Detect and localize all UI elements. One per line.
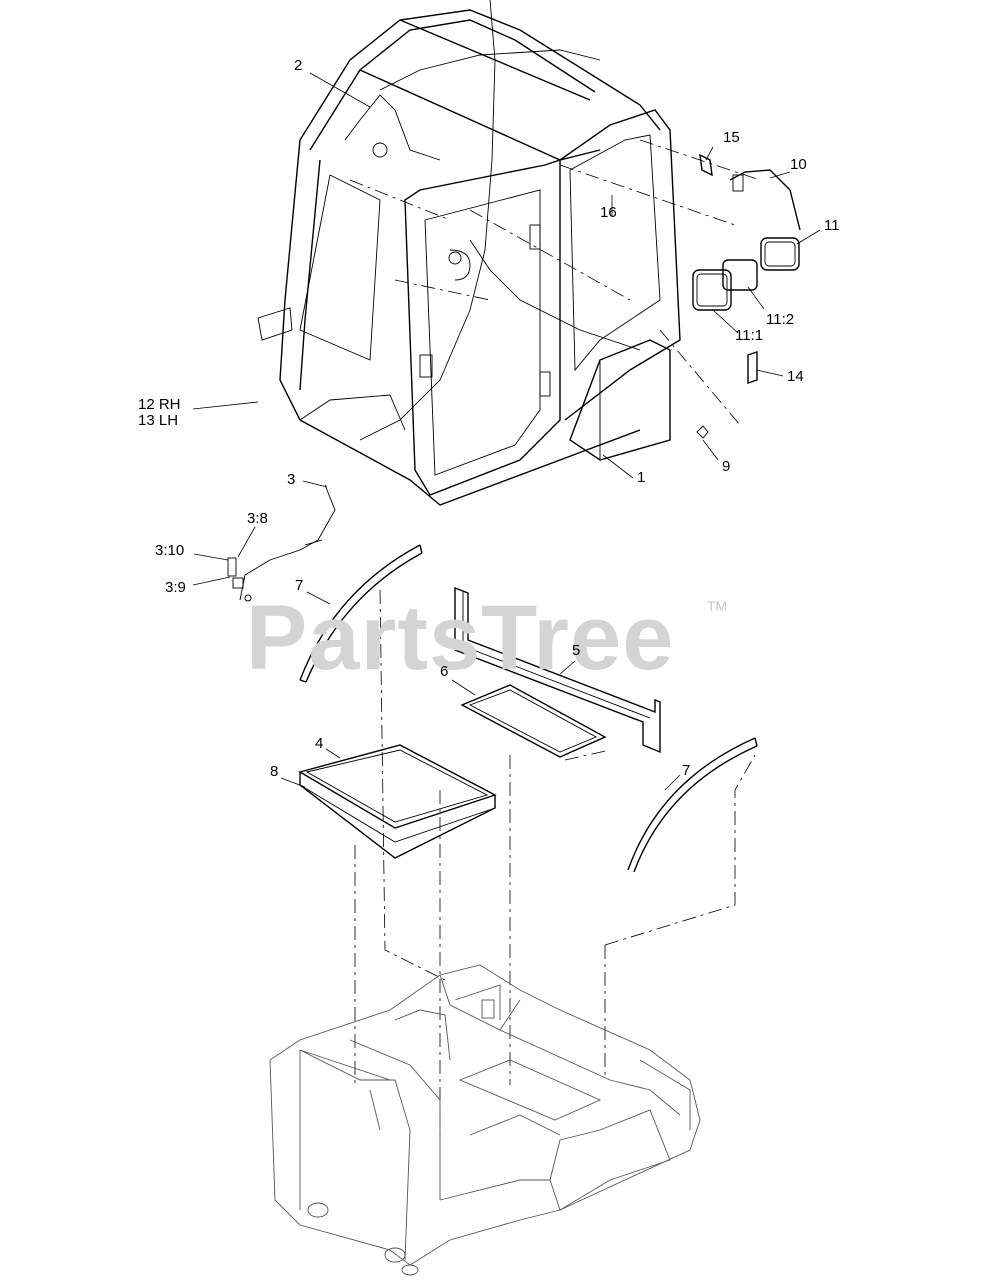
callout-3-9: 3:9 bbox=[165, 579, 186, 596]
panel-4-8 bbox=[298, 744, 497, 859]
callout-9: 9 bbox=[722, 458, 731, 475]
callout-8: 8 bbox=[270, 763, 279, 780]
callout-12-rh: 12 RH bbox=[138, 396, 181, 413]
callout-11: 11 bbox=[824, 217, 840, 234]
callout-6: 6 bbox=[440, 663, 449, 680]
leader-lines bbox=[192, 72, 821, 791]
callout-4: 4 bbox=[315, 735, 324, 752]
callout-11-2: 11:2 bbox=[766, 311, 795, 328]
callout-5: 5 bbox=[572, 642, 581, 659]
base-frame bbox=[269, 964, 701, 1276]
callout-14: 14 bbox=[787, 368, 804, 385]
callout-13-lh: 13 LH bbox=[138, 412, 179, 429]
mirror-assembly bbox=[692, 153, 801, 439]
callout-1: 1 bbox=[637, 469, 646, 486]
cab-assembly bbox=[257, 0, 761, 506]
seal-strip-7 bbox=[299, 544, 758, 873]
alignment-lines bbox=[354, 589, 756, 1140]
callout-3-10: 3:10 bbox=[155, 542, 185, 559]
callout-7-left: 7 bbox=[295, 577, 304, 594]
callout-10: 10 bbox=[790, 156, 807, 173]
callout-2: 2 bbox=[294, 57, 303, 74]
gasket-frame-5 bbox=[454, 586, 661, 754]
trademark-symbol: TM bbox=[707, 598, 728, 614]
panel-6 bbox=[460, 684, 607, 758]
callout-15: 15 bbox=[723, 129, 740, 146]
callout-3-8: 3:8 bbox=[247, 510, 268, 527]
parts-tree-watermark: PartsTree bbox=[246, 587, 675, 689]
callout-16: 16 bbox=[600, 204, 617, 221]
harness-part-3 bbox=[227, 484, 336, 602]
callout-3: 3 bbox=[287, 471, 296, 488]
callout-7-right: 7 bbox=[682, 762, 691, 779]
callout-11-1: 11:1 bbox=[735, 327, 764, 344]
